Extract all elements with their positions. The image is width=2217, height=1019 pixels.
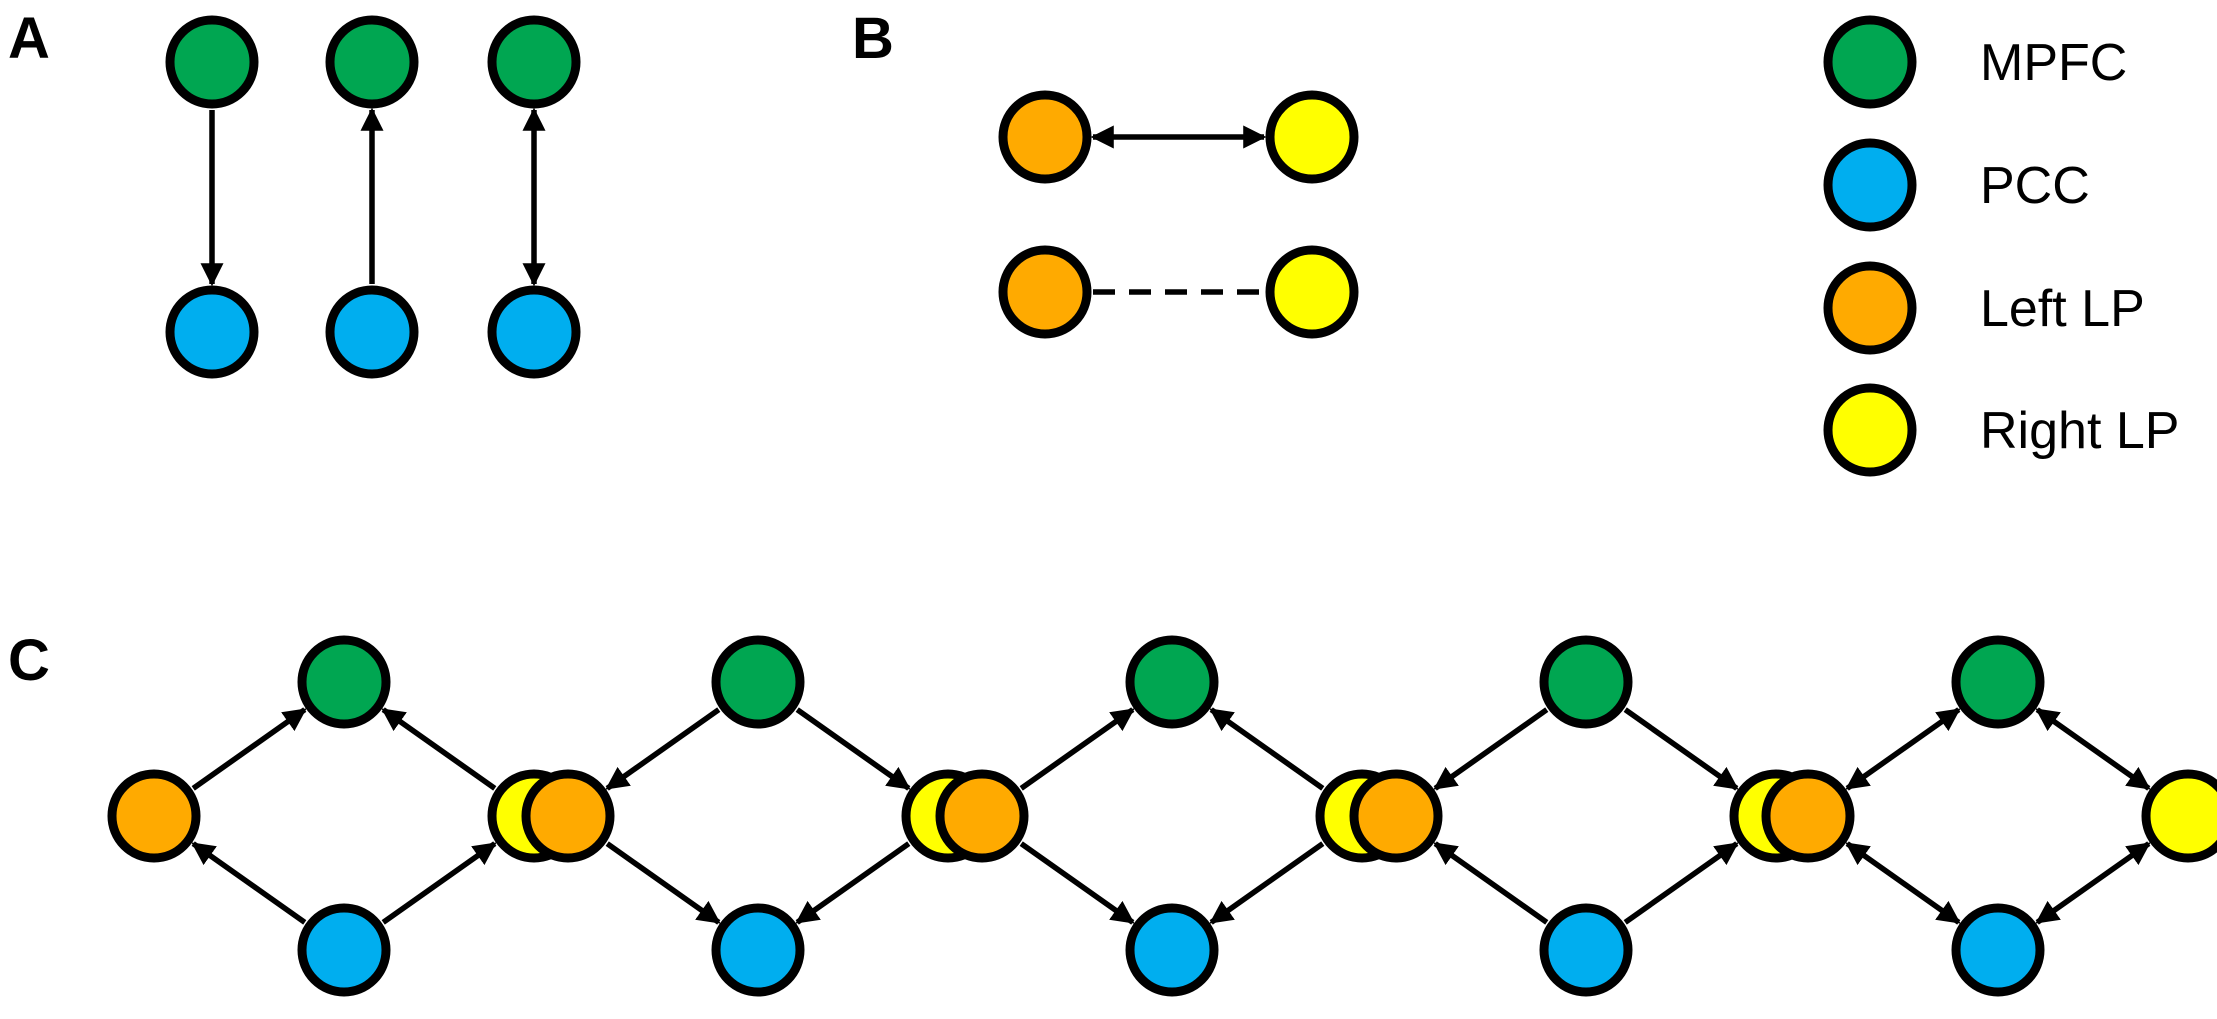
node-left-lp	[998, 245, 1092, 339]
node-mpfc	[711, 635, 805, 729]
node-mpfc	[297, 635, 391, 729]
node-pcc	[1951, 903, 2045, 997]
node-left-lp	[1761, 769, 1855, 863]
legend-label-left-lp: Left LP	[1980, 280, 2145, 338]
legend-label-mpfc: MPFC	[1980, 34, 2127, 92]
legend-label-pcc: PCC	[1980, 157, 2090, 215]
edge-right-lp-pcc	[1209, 841, 1325, 925]
legend-swatch-left-lp	[1823, 261, 1917, 355]
edge-right-lp-mpfc	[381, 707, 497, 791]
edge-left-lp-pcc	[605, 841, 721, 925]
edge-mpfc-right-lp	[795, 707, 911, 791]
node-pcc	[487, 285, 581, 379]
edge-mpfc-right-lp	[1623, 707, 1739, 791]
node-right-lp	[2141, 769, 2217, 863]
edge-mpfc-left-lp	[1845, 707, 1961, 791]
panel-a-models	[165, 15, 581, 379]
legend-item-pcc: PCC	[1823, 138, 2090, 232]
edge-right-lp-pcc	[795, 841, 911, 925]
panel-a-model	[487, 15, 581, 379]
edge-pcc-left-lp	[1433, 841, 1549, 925]
edge-left-lp-pcc	[1019, 841, 1135, 925]
legend-swatch-mpfc	[1823, 15, 1917, 109]
legend-item-left-lp: Left LP	[1823, 261, 2145, 355]
legend-swatch-pcc	[1823, 138, 1917, 232]
legend-item-mpfc: MPFC	[1823, 15, 2127, 109]
panel-label-c: C	[8, 628, 50, 693]
legend-item-right-lp: Right LP	[1823, 383, 2179, 477]
node-left-lp	[998, 90, 1092, 184]
panel-b-models	[998, 90, 1359, 339]
edge-mpfc-left-lp	[605, 707, 721, 791]
node-left-lp	[1349, 769, 1443, 863]
node-mpfc	[1951, 635, 2045, 729]
edge-pcc-right-lp	[2035, 841, 2151, 925]
legend-swatch-right-lp	[1823, 383, 1917, 477]
node-right-lp	[1265, 90, 1359, 184]
node-left-lp	[521, 769, 615, 863]
node-left-lp	[107, 769, 201, 863]
legend: MPFC PCC Left LP Right LP	[1823, 15, 2179, 477]
node-mpfc	[1125, 635, 1219, 729]
edge-pcc-right-lp	[1623, 841, 1739, 925]
panel-a-model	[165, 15, 259, 379]
node-pcc	[1539, 903, 1633, 997]
panel-c-model	[521, 635, 995, 997]
panel-label-a: A	[8, 6, 50, 71]
node-pcc	[325, 285, 419, 379]
panel-c-models	[107, 635, 2217, 997]
panel-c-model	[1761, 635, 2217, 997]
edge-left-lp-mpfc	[1019, 707, 1135, 791]
edge-mpfc-left-lp	[1433, 707, 1549, 791]
edge-right-lp-mpfc	[1209, 707, 1325, 791]
panel-label-b: B	[852, 6, 894, 71]
node-pcc	[711, 903, 805, 997]
edge-pcc-left-lp	[1845, 841, 1961, 925]
edge-mpfc-right-lp	[2035, 707, 2151, 791]
edge-left-lp-mpfc	[191, 707, 307, 791]
node-mpfc	[325, 15, 419, 109]
node-pcc	[1125, 903, 1219, 997]
panel-c-model	[1349, 635, 1823, 997]
edge-pcc-left-lp	[191, 841, 307, 925]
panel-c-model	[935, 635, 1409, 997]
node-pcc	[165, 285, 259, 379]
node-mpfc	[487, 15, 581, 109]
node-mpfc	[165, 15, 259, 109]
node-left-lp	[935, 769, 1029, 863]
panel-c-model	[107, 635, 581, 997]
node-pcc	[297, 903, 391, 997]
node-mpfc	[1539, 635, 1633, 729]
panel-a-model	[325, 15, 419, 379]
panel-b-model	[998, 245, 1359, 339]
panel-b-model	[998, 90, 1359, 184]
legend-label-right-lp: Right LP	[1980, 402, 2179, 460]
node-right-lp	[1265, 245, 1359, 339]
edge-pcc-right-lp	[381, 841, 497, 925]
